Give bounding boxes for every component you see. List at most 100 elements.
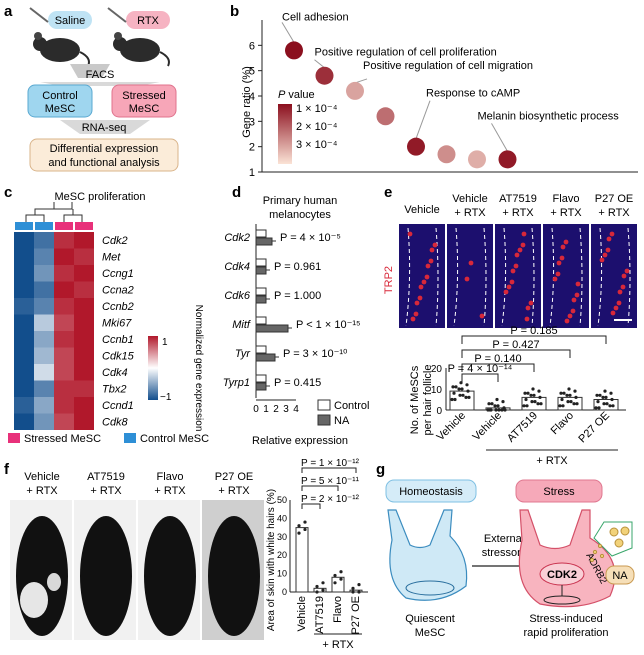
control-mesc-box <box>27 84 93 118</box>
f-ylabel: Area of skin with white hairs (%) <box>266 489 277 631</box>
f-point <box>339 570 343 574</box>
d-bar-na <box>255 324 289 333</box>
e-stain-dot <box>421 279 427 285</box>
e-stain-dot <box>424 274 430 280</box>
panel-a: a Saline RTX FACS Control MeSC Stressed <box>4 3 179 172</box>
e-stain-dot <box>617 289 623 295</box>
c-row-label: Met <box>102 252 121 264</box>
e-point <box>529 393 533 397</box>
f-category-label: Vehicle <box>296 596 308 631</box>
d-category-label: Cdk4 <box>224 261 250 273</box>
f-point <box>357 583 361 587</box>
e-point <box>608 404 612 408</box>
b-point <box>498 150 517 169</box>
e-header-line1: P27 OE <box>595 193 634 205</box>
e-y-tick-label: 0 <box>436 406 442 417</box>
e-stain-dot <box>555 271 561 277</box>
f-white-hair-patch <box>47 573 61 591</box>
e-follicle-outline <box>453 227 487 327</box>
c-row-label: Ccng1 <box>102 268 134 280</box>
c-column-bar <box>75 222 93 230</box>
b-y-tick-label: 5 <box>249 66 255 78</box>
c-heat-cell <box>74 232 94 249</box>
external-line1: External <box>484 533 524 545</box>
e-point <box>566 400 570 404</box>
e-point <box>458 393 462 397</box>
e-header-line2: + RTX <box>598 207 630 219</box>
c-heat-cell <box>34 397 54 414</box>
c-heat-cell <box>54 397 74 414</box>
d-bar-control <box>255 258 267 267</box>
b-leader-line <box>491 123 508 152</box>
e-point <box>466 389 470 393</box>
e-bracket <box>461 373 499 382</box>
e-point <box>560 397 564 402</box>
e-point <box>532 393 536 397</box>
f-point <box>333 573 337 578</box>
e-point <box>602 402 606 406</box>
c-heat-cell <box>54 380 74 397</box>
f-bracket <box>301 467 357 473</box>
stressed-legend-swatch <box>8 433 20 443</box>
c-column-bar <box>55 222 73 230</box>
panel-g-label: g <box>376 461 385 478</box>
analysis-line2: and functional analysis <box>48 157 160 169</box>
d-bar-na <box>255 266 267 275</box>
f-bracket <box>301 503 321 509</box>
c-column-bar <box>35 222 53 230</box>
e-point <box>595 393 599 397</box>
b-ylabel: Gene ratio (%) <box>241 66 253 138</box>
cdk2-label: CDK2 <box>547 569 577 581</box>
d-pvalue: P = 0.415 <box>274 377 321 389</box>
e-point <box>450 397 454 402</box>
b-point-label: Melanin biosynthetic process <box>478 110 620 122</box>
e-point <box>604 395 608 399</box>
e-image-panel <box>591 224 637 328</box>
c-heat-cell <box>54 413 74 430</box>
e-point <box>538 395 542 399</box>
stressed-legend-label: Stressed MeSC <box>24 433 101 445</box>
e-stain-dot <box>609 231 615 237</box>
b-y-tick-label: 2 <box>249 142 255 154</box>
e-stain-dot <box>624 268 630 274</box>
e-point <box>493 404 497 408</box>
d-pvalue: P = 1.000 <box>274 290 321 302</box>
quiescent-line2: MeSC <box>415 627 446 639</box>
b-point-label: Cell adhesion <box>282 11 349 23</box>
homeostasis-header <box>385 479 477 503</box>
e-images <box>399 224 637 328</box>
quiescent-line1: Quiescent <box>405 613 455 625</box>
d-bar-na <box>255 295 267 304</box>
c-heat-cell <box>74 281 94 298</box>
f-bar <box>313 587 327 593</box>
e-stain-dot <box>525 305 531 311</box>
e-point <box>451 385 455 389</box>
f-bar <box>331 576 345 593</box>
e-stain-dot <box>520 242 526 248</box>
e-ylabel-line1: No. of MeSCs <box>409 365 421 434</box>
c-column-bars <box>15 222 93 230</box>
c-heat-cell <box>54 364 74 381</box>
stressed-mesc-line2: MeSC <box>129 103 160 115</box>
d-category-label: Cdk6 <box>224 290 251 302</box>
outcome-line2: rapid proliferation <box>524 627 609 639</box>
e-point <box>536 402 540 406</box>
f-comparison-label: P = 1 × 10⁻¹² <box>301 458 360 469</box>
c-heat-cell <box>54 281 74 298</box>
stressed-mesc-shape <box>518 509 616 608</box>
c-heat-cell <box>14 248 34 265</box>
stressed-mesc-line1: Stressed <box>122 90 165 102</box>
c-heat-cell <box>54 298 74 315</box>
e-point <box>454 385 458 389</box>
e-point <box>523 391 527 395</box>
f-point <box>351 590 355 594</box>
d-x-tick-label: 3 <box>283 404 289 415</box>
c-dendrogram <box>25 202 83 222</box>
c-heat-cell <box>74 397 94 414</box>
e-stain-dot <box>479 313 485 319</box>
c-heat-cell <box>34 265 54 282</box>
